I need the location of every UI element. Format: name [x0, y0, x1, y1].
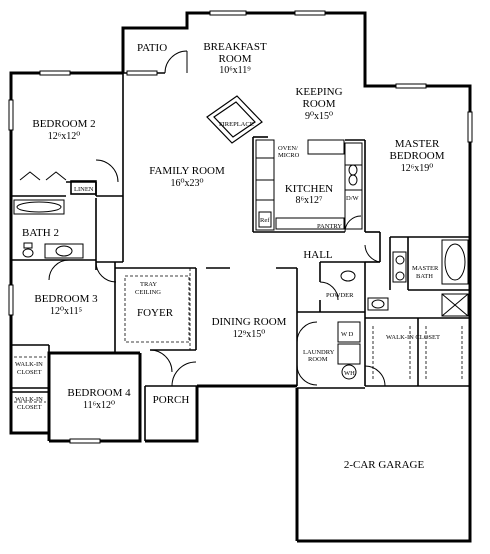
fireplace-label: FIREPLACE: [219, 121, 254, 128]
kitchen-cabinets: [255, 139, 363, 231]
walk-in-closet-3-label-2: CLOSET: [17, 369, 42, 376]
hall-label: HALL: [303, 249, 333, 261]
foyer-label: FOYER: [137, 307, 174, 319]
tray-ceiling-label-2: CEILING: [135, 289, 161, 296]
walk-in-closet-label: WALK-IN CLOSET: [386, 334, 440, 341]
interior-walls: [11, 72, 470, 441]
porch-label: PORCH: [153, 394, 190, 406]
water-heater-label: WH: [344, 370, 355, 377]
linen-label: LINEN: [74, 186, 94, 193]
family-room-label: FAMILY ROOM: [149, 165, 225, 177]
breakfast-room-label-2: ROOM: [218, 53, 251, 65]
bath-fixtures: [13, 199, 469, 380]
oven-micro-label: OVEN/: [278, 145, 298, 152]
closet-rods: [14, 268, 463, 403]
patio-label: PATIO: [137, 42, 167, 54]
dining-room-dim: 12⁹x15⁰: [233, 329, 266, 340]
master-bath-label: MASTER: [412, 265, 439, 272]
dining-room-label: DINING ROOM: [212, 316, 287, 328]
master-bath-label-2: BATH: [416, 273, 433, 280]
bedroom-2-label: BEDROOM 2: [32, 118, 95, 130]
keeping-room-label: KEEPING: [295, 86, 342, 98]
washer-dryer-label: W D: [341, 331, 354, 338]
bedroom-2-dim: 12⁶x12⁰: [48, 131, 81, 142]
breakfast-room-dim: 10⁶x11⁹: [219, 65, 251, 76]
closet-marks: [19, 171, 67, 181]
kitchen-label: KITCHEN: [285, 183, 333, 195]
family-room-dim: 16⁰x23⁰: [170, 178, 203, 189]
bedroom-3-label: BEDROOM 3: [34, 293, 98, 305]
master-bedroom-label-2: BEDROOM: [389, 150, 444, 162]
powder-label: POWDER: [326, 292, 354, 299]
windows: [8, 10, 473, 444]
bedroom-4-label: BEDROOM 4: [67, 387, 131, 399]
pantry-label: PANTRY: [317, 223, 342, 230]
oven-micro-label-2: MICRO: [278, 152, 300, 159]
laundry-room-label-2: ROOM: [308, 356, 328, 363]
keeping-room-label-2: ROOM: [302, 98, 335, 110]
garage-label: 2-CAR GARAGE: [344, 459, 425, 471]
bedroom-3-dim: 12⁰x11⁵: [50, 306, 82, 317]
master-bedroom-dim: 12⁶x19⁰: [401, 163, 434, 174]
walk-in-closet-4-label-2: CLOSET: [17, 404, 42, 411]
bath-2-label: BATH 2: [22, 227, 59, 239]
small-labels: FIREPLACE OVEN/ MICRO D/W PANTRY Ref LIN…: [15, 121, 440, 411]
kitchen-dim: 8⁶x12⁷: [296, 195, 323, 206]
door-swings: [48, 50, 386, 387]
walk-in-closet-3-label: WALK-IN: [15, 361, 43, 368]
master-bedroom-label: MASTER: [395, 138, 440, 150]
fireplace: [206, 95, 263, 144]
bedroom-4-dim: 11⁶x12⁰: [83, 400, 115, 411]
ref-label: Ref: [260, 217, 270, 224]
walk-in-closet-4-label: WALK-IN: [15, 396, 43, 403]
dw-label: D/W: [346, 195, 360, 202]
room-labels: PATIO BREAKFAST ROOM 10⁶x11⁹ KEEPING ROO…: [22, 41, 445, 471]
keeping-room-dim: 9⁰x15⁰: [305, 111, 333, 122]
laundry-room-label: LAUNDRY: [303, 349, 335, 356]
breakfast-room-label: BREAKFAST: [203, 41, 267, 53]
tray-ceiling-label: TRAY: [140, 281, 157, 288]
